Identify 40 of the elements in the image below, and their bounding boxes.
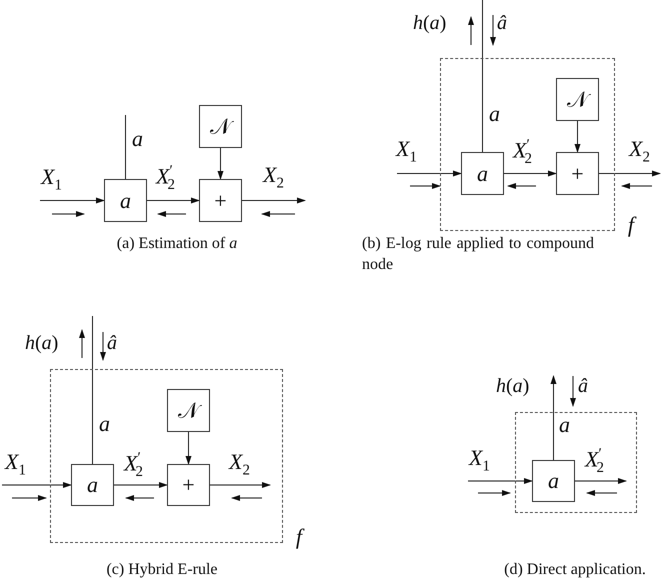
arrow (210, 482, 271, 488)
subfigure-caption: (d) Direct application. (503, 560, 647, 580)
connector-line (92, 316, 93, 464)
factor-box: a (461, 152, 504, 195)
factor-box: a (532, 460, 575, 502)
message-label: h(a) (25, 331, 58, 356)
arrow (396, 170, 462, 176)
factor-box: + (556, 152, 599, 195)
boundary-label: f (628, 214, 634, 236)
arrow (504, 170, 557, 176)
factor-box: 𝒩 (167, 389, 210, 432)
message-label: h(a) (413, 11, 446, 36)
factor-box: 𝒩 (199, 105, 242, 148)
factor-box: + (199, 179, 242, 222)
arrow (242, 198, 306, 204)
message-label: â (578, 374, 588, 399)
message-label: â (107, 331, 117, 356)
subfigure-caption: (b) E-log rule applied to compound node (362, 234, 594, 275)
arrow (598, 170, 661, 176)
connector-line (482, 0, 483, 152)
arrow (146, 198, 200, 204)
arrow (218, 148, 224, 180)
factor-box: a (104, 179, 147, 222)
arrow (114, 482, 168, 488)
subfigure-caption: (c) Hybrid E-rule (105, 560, 219, 580)
boundary-label: f (296, 526, 302, 548)
arrow (574, 478, 627, 484)
arrow (2, 482, 72, 488)
arrow (40, 198, 105, 204)
arrow (550, 375, 556, 460)
subfigure-caption: (a) Estimation of a (116, 234, 238, 254)
connector-line (125, 114, 126, 180)
factor-box: a (71, 464, 114, 506)
arrow (468, 478, 533, 484)
message-label: h(a) (496, 374, 530, 399)
message-label: â (497, 11, 507, 36)
factor-box: + (167, 464, 210, 506)
factor-box: 𝒩 (556, 78, 599, 121)
arrow (186, 432, 192, 465)
arrow (574, 120, 580, 153)
